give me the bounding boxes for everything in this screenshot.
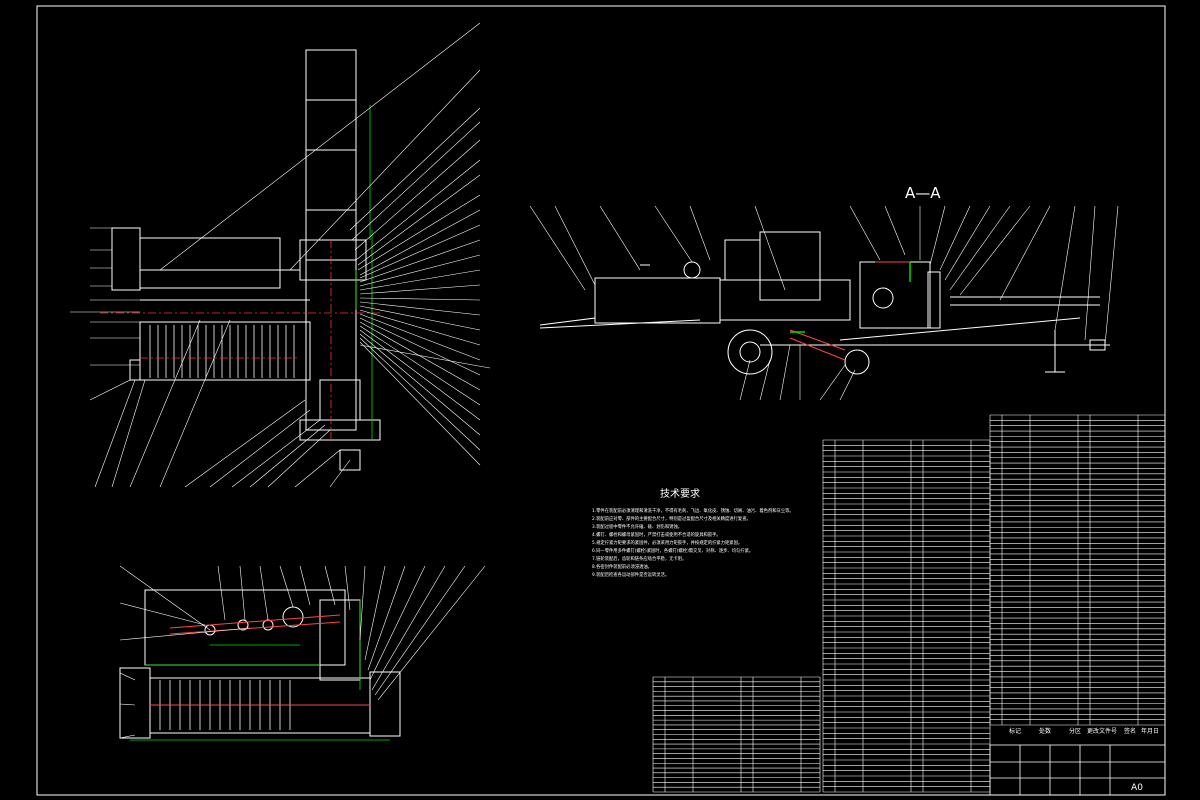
revision-label-sign: 签名: [1124, 727, 1136, 735]
revision-label-date: 年月日: [1141, 727, 1159, 735]
front-view: [111, 49, 381, 471]
front-view-dimensions: [355, 105, 373, 440]
section-view-leaders: [529, 205, 1119, 401]
sheet-size: A0: [1131, 783, 1143, 793]
plan-view-dimensions: [130, 600, 390, 741]
note-4: 4.螺钉、螺栓和螺母紧固时，严禁打击或使用不合适的旋具和扳手。: [592, 531, 721, 538]
note-6: 6.同一零件用多件螺钉(螺栓)紧固时，各螺钉(螺栓)需交叉、对称、逐步、均匀拧紧…: [592, 547, 753, 554]
title-block: [989, 744, 1166, 796]
sheet-border: [36, 5, 1166, 796]
section-view-red: [789, 261, 910, 361]
note-2: 2.装配前应对零、部件的主要配合尺寸，特别是过盈配合尺寸及相关精度进行复查。: [592, 515, 751, 522]
revision-label-change: 更改文件号: [1087, 727, 1117, 735]
revision-label-count: 处数: [1039, 727, 1051, 735]
front-view-leaders: [70, 22, 491, 488]
section-label: A—A: [905, 184, 941, 202]
note-5: 5.规定拧紧力矩要求的紧固件，必须采用力矩扳手，并按规定的拧紧力矩紧固。: [592, 539, 742, 546]
parts-list: [652, 414, 1166, 793]
revision-labels: 标记 处数 分区 更改文件号 签名 年月日: [1009, 727, 1159, 735]
plan-view: [119, 589, 401, 739]
revision-label-mark: 标记: [1009, 727, 1021, 735]
revision-label-zone: 分区: [1069, 727, 1081, 735]
section-view-green: [790, 262, 911, 333]
note-9: 9.装配后检查各运动部件是否运转灵活。: [592, 571, 669, 578]
note-3: 3.装配过程中零件不允许磕、碰、划伤和锈蚀。: [592, 523, 682, 530]
plan-view-leaders: [119, 565, 486, 739]
note-8: 8.各密封件装配前必须浸透油。: [592, 563, 652, 570]
plan-view-red: [150, 614, 370, 706]
note-1: 1.零件在装配前必须清理和清洗干净，不得有毛刺、飞边、氧化皮、锈蚀、切屑、油污、…: [592, 507, 794, 514]
note-7: 7.链轮装配后，齿轮和链条应啮合平稳，无卡阻。: [592, 555, 686, 562]
section-view: [539, 231, 1110, 375]
front-view-centerlines: [100, 240, 380, 440]
notes-list: 1.零件在装配前必须清理和清洗干净，不得有毛刺、飞边、氧化皮、锈蚀、切屑、油污、…: [592, 507, 794, 578]
notes-title: 技术要求: [660, 487, 700, 500]
